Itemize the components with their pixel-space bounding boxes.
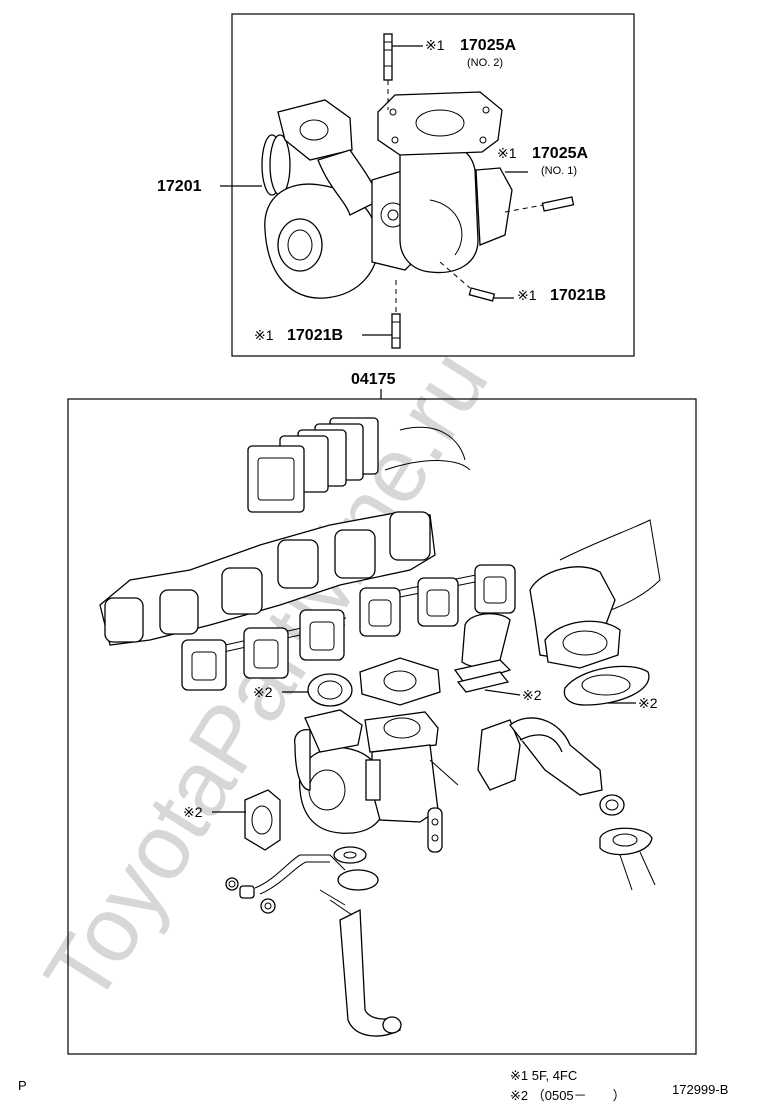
gasket-mark-left-upper: ※2 [253, 684, 273, 700]
callout-sub-no2: (NO. 2) [467, 57, 503, 69]
callout-part-17025a-no1: 17025A [532, 145, 588, 162]
callout-mark-17021b-left: ※1 [254, 327, 274, 343]
assembly-number: 17201 [157, 178, 202, 195]
callout-sub-no1: (NO. 1) [541, 165, 577, 177]
callout-part-17021b-left: 17021B [287, 327, 343, 344]
callout-part-17025a-no2: 17025A [460, 37, 516, 54]
callout-mark-17025a-no2: ※1 [425, 37, 445, 53]
callout-part-17021b-right: 17021B [550, 287, 606, 304]
callout-mark-17025a-no1: ※1 [497, 145, 517, 161]
gasket-kit-parts [99, 417, 661, 1037]
stud-17021b-right-icon [468, 287, 496, 302]
footer-note-2: ※2 （0505－ ） [510, 1088, 626, 1103]
stud-17021b-left-icon [391, 313, 401, 349]
gasket-mark-left-lower: ※2 [183, 804, 203, 820]
kit-number: 04175 [351, 371, 396, 388]
callout-mark-17021b-right: ※1 [517, 287, 537, 303]
footer-note-1: ※1 5F, 4FC [510, 1068, 577, 1083]
gasket-mark-middle: ※2 [522, 687, 542, 703]
diagram-ref: 172999-B [672, 1082, 728, 1097]
corner-letter: P [18, 1078, 27, 1093]
bottom-frame [67, 398, 697, 1055]
stud-17025a-no2-icon [383, 33, 393, 81]
turbocharger-assembly [261, 91, 513, 299]
gasket-mark-right: ※2 [638, 695, 658, 711]
stud-17025a-no1-icon [541, 196, 575, 212]
top-frame [231, 13, 635, 357]
